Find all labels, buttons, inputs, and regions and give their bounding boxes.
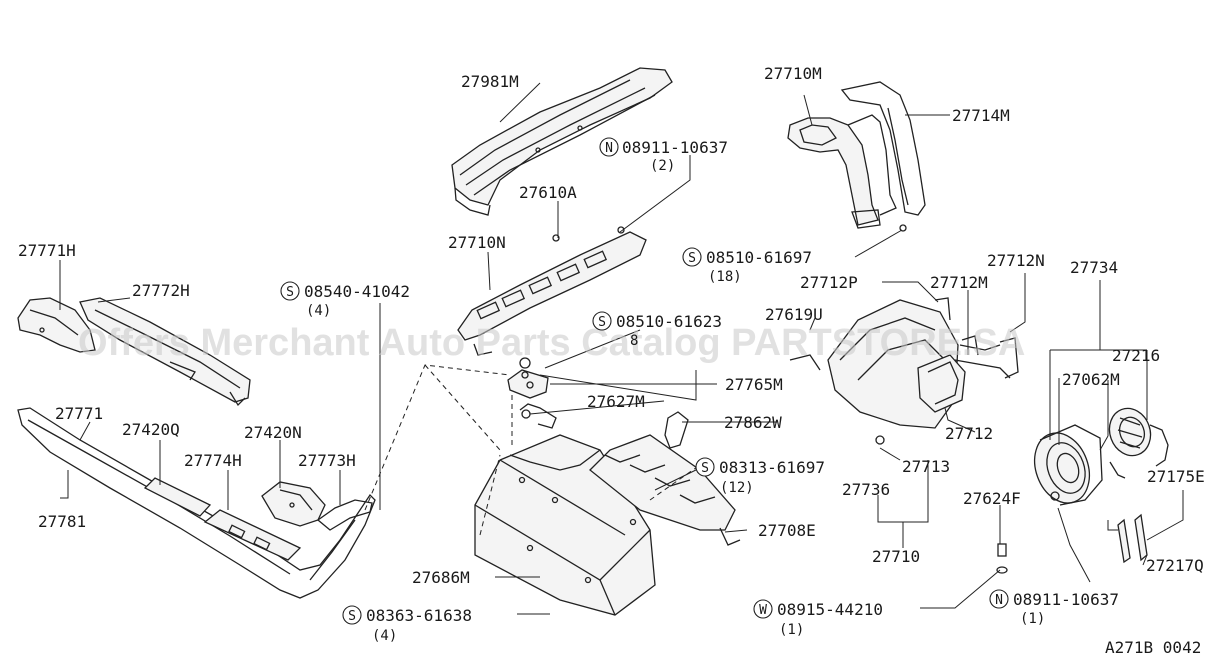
fastener-qty: (1) [1020,611,1045,627]
distribution-box-27708E [589,434,741,546]
fastener-number: 08313-61697 [719,458,825,477]
part-label-27773H: 27773H [298,451,356,470]
speaker-grille-27062M [1108,407,1169,479]
part-label-27781: 27781 [38,512,86,531]
fastener-type-letter: S [598,315,606,330]
part-label-27712: 27712 [945,424,993,443]
part-label-27217Q: 27217Q [1146,556,1204,575]
watermark: Offers Merchant Auto Parts Catalog PARTS… [78,322,1025,364]
fastener-qty: (18) [708,269,742,285]
panel-27420Q [143,477,212,517]
fastener-type-circle [753,599,773,619]
fastener-f3: S 08540-41042 (4) [280,281,410,319]
fastener-qty: (2) [650,158,675,174]
part-label-27624F: 27624F [963,489,1021,508]
bracket-27217Q [1117,513,1148,564]
part-label-27686M: 27686M [412,568,470,587]
part-label-27216: 27216 [1112,346,1160,365]
part-label-27619U: 27619U [765,305,823,324]
vent-grille-27710N [457,226,647,356]
center-vent-27712 [789,297,1019,445]
fastener-type-circle [989,589,1009,609]
duct-27771H [17,297,96,353]
fastener-type-letter: N [995,593,1003,608]
fastener-f4: S 08510-61623 8 [592,311,722,349]
fastener-qty: (12) [720,480,754,496]
fastener-type-letter: W [759,603,767,618]
fastener-type-circle [682,247,702,267]
side-vent-duct-27710M [787,114,897,229]
bracket-27627M [519,403,557,429]
part-label-27712P: 27712P [800,273,858,292]
part-label-27862W: 27862W [724,413,782,432]
assembly-relation-lines [364,364,701,536]
part-label-27736: 27736 [842,480,890,499]
duct-27772H [79,297,251,407]
part-label-27175E: 27175E [1147,467,1205,486]
part-label-27712N: 27712N [987,251,1045,270]
fastener-type-circle [599,137,619,157]
fastener-qty: (4) [372,628,397,644]
part-label-27714M: 27714M [952,106,1010,125]
fastener-f1: N 08911-10637 (2) [599,137,728,174]
fastener-type-letter: S [348,609,356,624]
part-label-27771: 27771 [55,404,103,423]
fastener-type-circle [695,457,715,477]
clip-27862W [664,411,689,449]
fastener-number: 08911-10637 [1013,590,1119,609]
part-label-27771H: 27771H [18,241,76,260]
part-label-27774H: 27774H [184,451,242,470]
fastener-number: 08915-44210 [777,600,883,619]
part-label-27710: 27710 [872,547,920,566]
fastener-number: 08363-61638 [366,606,472,625]
part-label-27713: 27713 [902,457,950,476]
fastener-qty: (1) [779,622,804,638]
fastener-type-letter: S [701,461,709,476]
fastener-type-circle [342,605,362,625]
part-label-27710M: 27710M [764,64,822,83]
part-label-27734: 27734 [1070,258,1118,277]
part-label-27772H: 27772H [132,281,190,300]
defroster-nozzle-27981M [451,67,673,216]
fastener-type-circle [280,281,300,301]
fastener-number: 08510-61623 [616,312,722,331]
part-label-27610A: 27610A [519,183,577,202]
part-label-27708E: 27708E [758,521,816,540]
part-label-27062M: 27062M [1062,370,1120,389]
part-label-27765M: 27765M [725,375,783,394]
part-label-27981M: 27981M [461,72,519,91]
fastener-f8: S 08363-61638 (4) [342,605,472,644]
fastener-qty: 8 [630,333,638,349]
part-label-27420Q: 27420Q [122,420,180,439]
fastener-f7: N 08911-10637 (1) [989,589,1119,627]
fastener-number: 08510-61697 [706,248,812,267]
panel-27774H [203,509,302,561]
duct-27773H [316,499,373,531]
fastener-f6: W 08915-44210 (1) [753,599,883,638]
fastener-number: 08911-10637 [622,138,728,157]
duct-bracket-27714M [840,81,926,232]
diagram-reference-code: A271B 0042 [1105,638,1201,657]
part-label-27712M: 27712M [930,273,988,292]
speaker-27734 [1033,424,1103,506]
part-label-27627M: 27627M [587,392,645,411]
part-label-27710N: 27710N [448,233,506,252]
fastener-number: 08540-41042 [304,282,410,301]
fastener-type-letter: S [286,285,294,300]
fastener-f5: S 08313-61697 (12) [695,457,825,496]
fastener-type-circle [592,311,612,331]
bracket-27765M [507,357,549,399]
fastener-f2: S 08510-61697 (18) [682,247,812,285]
fastener-type-letter: S [688,251,696,266]
bolt-27624F [996,543,1008,574]
fastener-qty: (4) [306,303,331,319]
part-label-27420N: 27420N [244,423,302,442]
bracket-27420N [261,481,326,527]
fastener-type-letter: N [605,141,613,156]
leader-lines [59,82,1184,615]
